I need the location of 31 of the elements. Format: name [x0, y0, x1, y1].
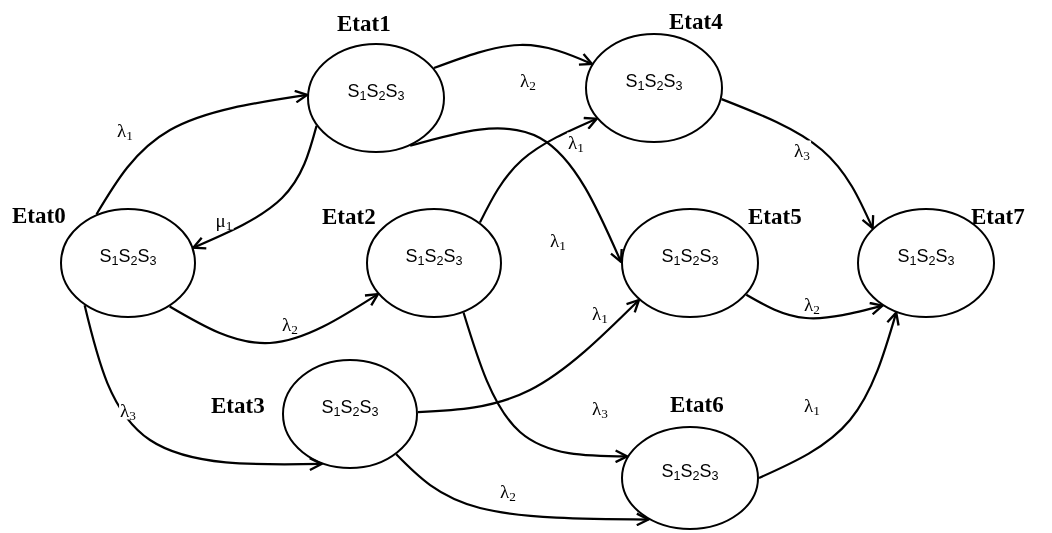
- state-name: Etat4: [669, 10, 723, 33]
- arrow: [409, 127, 623, 264]
- state-label: S$_{1}$S$_{2}$S$_{3}$: [661, 247, 719, 265]
- state-label: S$_{1}$S$_{2}$S$_{3}$: [661, 462, 719, 480]
- edge-label: λ$_{1}$: [567, 132, 585, 152]
- state-label: S$_{1}$S$_{2}$S$_{3}$: [897, 247, 955, 265]
- state-name: Etat2: [322, 205, 376, 228]
- state-label: S$_{1}$S$_{2}$S$_{3}$: [347, 82, 405, 100]
- arrow: [721, 98, 875, 230]
- arrow: [758, 311, 900, 479]
- arrow: [192, 125, 318, 250]
- arrow: [745, 293, 884, 320]
- arrow: [462, 312, 629, 464]
- arrow: [478, 116, 598, 223]
- arrow: [433, 43, 594, 70]
- arrow: [95, 89, 309, 215]
- arrow: [395, 453, 650, 527]
- state-label: S$_{1}$S$_{2}$S$_{3}$: [99, 247, 157, 265]
- state-label: S$_{1}$S$_{2}$S$_{3}$: [625, 72, 683, 90]
- state-name: Etat7: [971, 205, 1025, 228]
- arrow: [169, 292, 380, 345]
- arrow: [417, 298, 641, 414]
- arrow: [83, 305, 323, 472]
- state-name: Etat1: [337, 12, 391, 35]
- state-label: S$_{1}$S$_{2}$S$_{3}$: [321, 398, 379, 416]
- state-name: Etat0: [12, 204, 66, 227]
- state-name: Etat3: [211, 394, 265, 417]
- edge-label: λ$_{3}$: [793, 140, 811, 160]
- state-name: Etat6: [670, 393, 724, 416]
- state-name: Etat5: [748, 205, 802, 228]
- state-label: S$_{1}$S$_{2}$S$_{3}$: [405, 247, 463, 265]
